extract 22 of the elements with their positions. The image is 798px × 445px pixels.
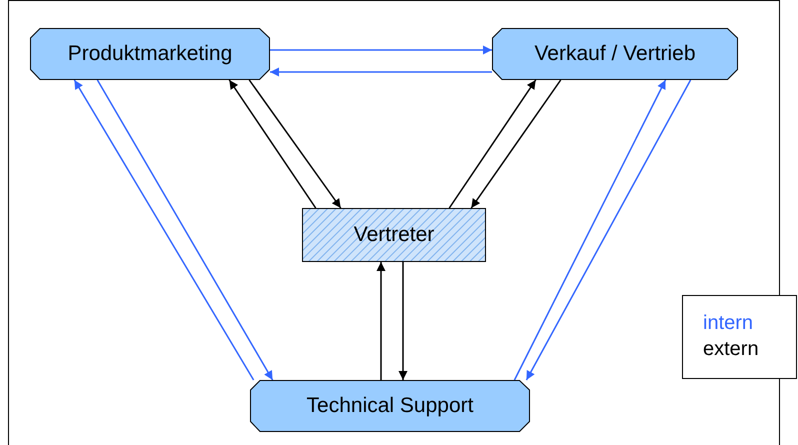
arrow (376, 262, 386, 380)
arrow (448, 80, 536, 208)
node-label: Produktmarketing (68, 42, 232, 66)
arrow (514, 80, 666, 380)
rounded-box (492, 28, 738, 80)
arrow (96, 80, 274, 380)
arrow (470, 80, 562, 208)
arrow (248, 80, 342, 208)
arrow (74, 80, 254, 380)
node-label: Vertreter (354, 223, 434, 247)
arrow (526, 80, 692, 380)
arrow (228, 80, 316, 208)
node-label: Verkauf / Vertrieb (534, 42, 696, 66)
legend-text: intern (703, 311, 754, 336)
rounded-box (30, 28, 270, 80)
hatched-box (302, 208, 486, 262)
arrow (270, 46, 492, 54)
node-label: Technical Support (306, 394, 474, 418)
legend-text: extern (703, 337, 760, 362)
arrow (398, 262, 408, 380)
arrow (270, 68, 492, 76)
rounded-box (250, 380, 530, 432)
